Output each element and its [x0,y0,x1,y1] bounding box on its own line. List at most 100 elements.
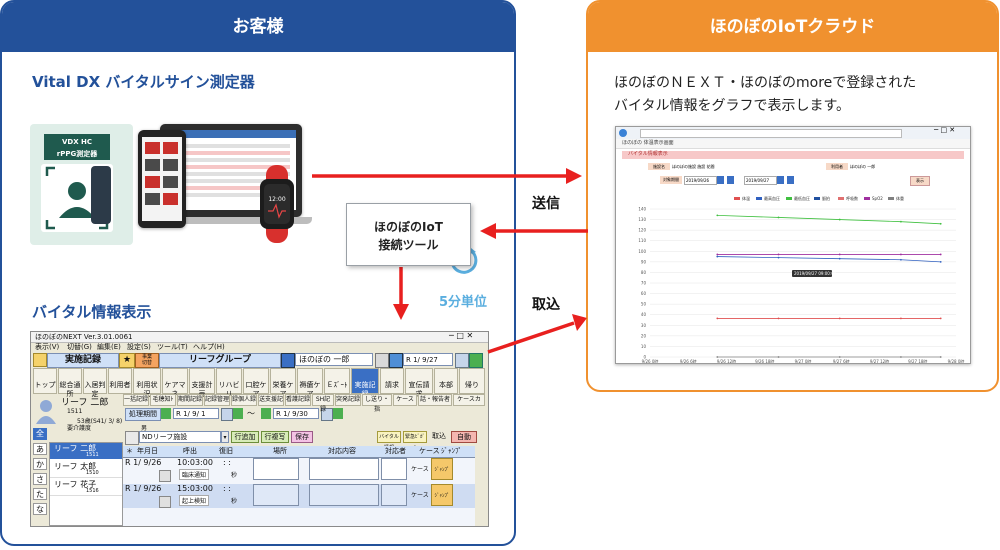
toolbar-admission-button[interactable]: 入居判定 [83,368,107,398]
menu-tools[interactable]: ツール(T) [157,343,188,351]
list-icon[interactable] [125,431,139,445]
tab-case[interactable]: ケース [393,394,417,406]
period-to-field[interactable]: R 1/ 9/30 [273,408,319,419]
y-tick-label: 10 [641,344,647,349]
refresh-icon[interactable] [389,353,403,368]
tab-support[interactable]: 送支援記 [258,394,284,406]
kana-a[interactable]: あ [33,443,47,455]
home-icon[interactable] [33,353,47,367]
tab-personal[interactable]: 録個人録 [231,394,257,406]
toolbar-return-button[interactable]: 帰り [459,368,485,394]
next-period-icon[interactable] [233,408,243,419]
tab-nursing[interactable]: 看護記録 [285,394,311,406]
table-row[interactable]: R 1/ 9/26 10:03:00 : : 臨床通知 秒 ケース ｼﾞｬﾝﾌﾟ [123,458,475,482]
toolbar-user-button[interactable]: 利用者 [108,368,132,394]
window-controls-icon[interactable]: ─ □ ✕ [449,331,474,340]
jump-button[interactable]: ｼﾞｬﾝﾌﾟ [431,458,453,480]
toolbar-top-button[interactable]: トップ [33,368,57,394]
toolbar-ad-billing-button[interactable]: 宣伝請求 [405,368,433,398]
tab-handover[interactable]: し送り・指 [362,394,392,413]
tab-report[interactable]: 話・報告者 [418,394,452,406]
smart-band-icon: 12:00 [248,165,320,243]
group-switch-button[interactable]: 事業切替 [135,353,159,368]
row-edit-icon[interactable] [159,496,171,508]
row-edit-icon[interactable] [159,470,171,482]
laptop-base [150,217,312,224]
search-button[interactable]: 表示 [910,176,930,186]
calendar-to-icon[interactable] [321,408,333,421]
date-to-field[interactable]: 2019/09/27 [744,176,777,185]
menu-help[interactable]: ヘルプ(H) [193,343,225,351]
list-item[interactable]: リーフ 花子 1516 [50,479,122,496]
star-icon[interactable]: ★ [119,353,135,368]
copy-row-button[interactable]: 行複写 [261,431,289,443]
kana-ka[interactable]: か [33,458,47,470]
toolbar-hq-button[interactable]: 本部 [434,368,458,394]
tab-sudden[interactable]: 突発記録 [335,394,361,406]
tab-sh[interactable]: SH記録 [312,394,334,413]
time-icon[interactable] [727,176,734,184]
top-date-field[interactable]: R 1/ 9/27 [403,353,453,366]
list-item[interactable]: リーフ 二郎 1511 [50,443,122,459]
kana-sa[interactable]: さ [33,473,47,485]
calendar-icon[interactable] [455,353,469,368]
browser-controls-icon[interactable]: ─ □ ✕ [934,126,956,134]
date-from-field[interactable]: 2019/09/26 [684,176,717,185]
print-icon[interactable] [375,353,389,368]
next-period-to-icon[interactable] [333,408,343,419]
customer-header: お客様 [2,2,514,52]
toolbar-pressure-button[interactable]: 褥瘡ケア [297,368,323,398]
tab-manage[interactable]: 記録管理 [204,394,230,406]
browser-tab[interactable]: ほのぼの 体温表示画面 [622,140,674,146]
calendar-icon[interactable] [777,176,784,184]
add-row-button[interactable]: 行追加 [231,431,259,443]
device-title: Vital DX バイタルサイン測定器 [32,73,255,91]
facility-select[interactable]: NDリーフ施設 [139,431,221,443]
save-button[interactable]: 保存 [291,431,313,443]
iot-connect-tool: ほのぼのIoT 接続ツール [346,203,471,266]
time-icon[interactable] [787,176,794,184]
back-icon[interactable] [619,129,627,137]
list-item[interactable]: リーフ 太郎 1510 [50,461,122,478]
tab-hair[interactable]: 毛穂知ﾄ [150,394,176,406]
import-button[interactable]: 取込 [432,432,446,440]
table-header: ＊ 年月日 呼出 復旧 場所 対応内容 対応者 ケース ｼﾞｬﾝﾌﾟ [123,446,475,458]
calendar-icon[interactable] [717,176,724,184]
toolbar-billing-button[interactable]: 請求 [380,368,404,394]
kana-all[interactable]: 全 [33,428,47,440]
series-point [900,220,902,223]
calendar-from-icon[interactable] [221,408,233,421]
jump-button[interactable]: ｼﾞｬﾝﾌﾟ [431,484,453,506]
kana-na[interactable]: な [33,503,47,515]
url-field[interactable] [640,129,902,138]
toolbar-oral-button[interactable]: 口腔ケア [243,368,269,398]
toolbar-comprehensive-button[interactable]: 総合通所 [58,368,82,398]
menu-settings[interactable]: 設定(S) [127,343,151,351]
toolbar-status-button[interactable]: 利用状況 [133,368,161,398]
tab-period[interactable]: 期間記録 [177,394,203,406]
tab-casecard[interactable]: ケースカ [453,394,485,406]
period-label-browser: 対象期間 [660,176,682,184]
chevron-down-icon[interactable]: ▾ [221,431,229,443]
auto-button[interactable]: 自動 [451,431,477,443]
prev-period-to-icon[interactable] [261,408,271,419]
chart-tooltip: 2019/09/27 09:00:00 [792,270,837,277]
user-field[interactable]: ほのぼの 一郎 [295,353,373,366]
legend-weight: 体重 [896,195,904,201]
menu-view[interactable]: 表示(V) [35,343,60,351]
table-row[interactable]: R 1/ 9/26 15:03:00 : : 起上検知 秒 ケース ｼﾞｬﾝﾌﾟ [123,484,475,508]
series-point [777,216,780,219]
menu-edit[interactable]: 編集(E) [97,343,121,351]
toolbar-esheet-button[interactable]: Ｅｽﾞｰﾄ [324,368,350,394]
next-arrow-icon[interactable] [469,353,483,368]
period-from-field[interactable]: R 1/ 9/ 1 [173,408,219,419]
legend-pulse: 脈拍 [822,195,830,201]
prev-period-icon[interactable] [161,408,171,419]
menu-switch[interactable]: 切替(G) [67,343,92,351]
y-tick-label: 40 [641,312,647,317]
chart-series [716,214,942,358]
user-icon[interactable] [281,353,295,368]
kana-ta[interactable]: た [33,488,47,500]
tab-bulk[interactable]: 一括記録 [123,394,149,406]
